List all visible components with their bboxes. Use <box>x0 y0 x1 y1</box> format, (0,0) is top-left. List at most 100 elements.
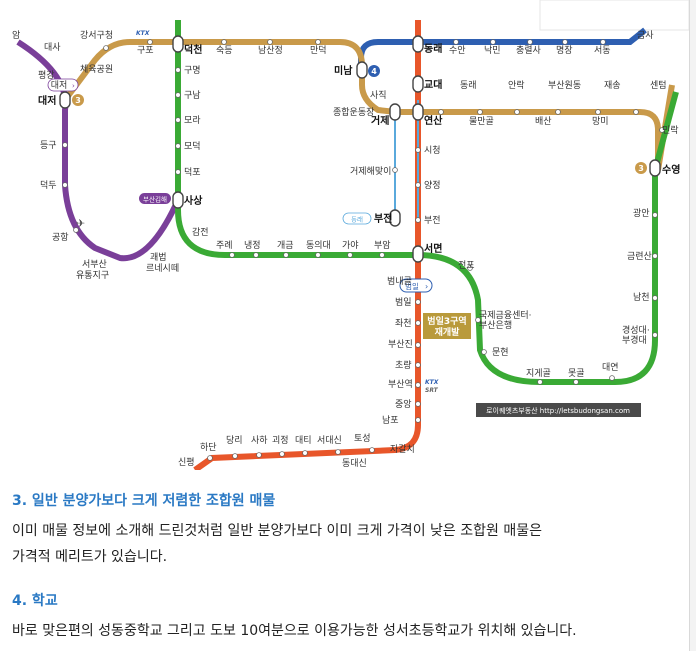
busan-gimhae-pill: 부산김해 <box>143 195 167 204</box>
station-label: 미남 <box>334 64 353 77</box>
station-label: 범내골 <box>387 276 412 287</box>
station-label: 서동 <box>594 45 611 56</box>
station-label: 강서구청 <box>80 30 113 41</box>
station-label: 좌천 <box>395 318 412 329</box>
station-label: 감전 <box>192 226 209 238</box>
line2-path <box>175 20 679 385</box>
station-label: 낙민 <box>484 45 501 56</box>
line3-badge-right: 3 <box>638 164 644 173</box>
station-label: 숙등 <box>216 45 233 56</box>
station-label: 남산정 <box>258 45 283 56</box>
station-label: 덕두 <box>40 180 57 191</box>
station-label: 지게골 <box>526 368 551 379</box>
station-label: 대사 <box>44 42 61 53</box>
line4-badge: 4 <box>371 67 377 76</box>
station-label: 남포 <box>382 415 399 426</box>
station-label: 공항 <box>52 232 69 243</box>
station-label: 평강 <box>38 70 55 81</box>
station-label: 동래 <box>424 42 442 55</box>
station-label: 교대 <box>424 78 442 91</box>
section-4-body-line1: 바로 맞은편의 성동중학교 그리고 도보 10여분으로 이용가능한 성서초등학교… <box>12 623 577 639</box>
station-label: 냉정 <box>244 240 261 251</box>
station-label: 대연 <box>602 362 619 373</box>
station-label: 거제해맞이 <box>350 165 391 177</box>
station-label: 동의대 <box>306 240 331 251</box>
station-label: 부암 <box>374 239 391 251</box>
station-label: 동래 <box>460 80 477 91</box>
station-label: 명장 <box>556 45 573 56</box>
station-label: 주례 <box>216 240 233 251</box>
station-label: 서부산 <box>82 259 107 270</box>
station-label: 덕천 <box>184 43 202 56</box>
ktx-badge-busan: KTX <box>425 379 439 386</box>
airport-plane-icon: ✈ <box>76 217 85 230</box>
station-label: 부산원동 <box>548 80 581 91</box>
station-label: 괴정 <box>272 435 289 446</box>
station-label: 센텀 <box>650 79 667 91</box>
station-label: 부산은행 <box>479 319 512 331</box>
station-label: 하단 <box>200 442 217 453</box>
station-label: 르네시떼 <box>146 263 179 274</box>
line3-path <box>62 39 675 171</box>
station-label: 광안 <box>633 207 650 219</box>
station-label: 수안 <box>449 45 466 56</box>
station-label: 개금 <box>277 240 294 251</box>
station-label: 배산 <box>535 116 552 127</box>
station-label: 물만골 <box>469 116 494 127</box>
station-label: 재송 <box>604 80 621 91</box>
station-label: 연산 <box>424 114 443 127</box>
station-label: 사하 <box>251 435 268 446</box>
station-label: 자갈치 <box>390 443 415 455</box>
station-label: 남천 <box>633 292 650 303</box>
station-label: 모덕 <box>184 141 201 152</box>
station-label: 가야 <box>342 240 359 251</box>
station-label: 구포 <box>137 45 154 56</box>
line3-badge-left: 3 <box>75 96 81 105</box>
station-label: 모라 <box>184 115 201 126</box>
station-label: 금사 <box>637 30 654 41</box>
ktx-badge-top: KTX <box>136 30 150 37</box>
callout-line1: 범일3구역 <box>427 315 466 327</box>
donghae-pill: 동래 <box>351 215 363 224</box>
callout-line2: 재개발 <box>435 326 461 338</box>
station-label: 사직 <box>370 90 387 101</box>
station-label: 충렬사 <box>516 45 542 56</box>
station-label: 괘법 <box>150 252 167 263</box>
station-label: 부산진 <box>388 339 413 350</box>
station-label: 종합운동장 <box>333 107 374 118</box>
station-label: 안락 <box>508 79 525 91</box>
subway-map: 4 3 3 KTX KTX SRT ✈ 대저 › 부산김해 동래 범일 › 범일… <box>12 0 689 470</box>
station-label: 못골 <box>568 368 585 379</box>
station-label: 등구 <box>40 140 57 151</box>
station-label: 대저 <box>38 94 56 107</box>
scrollbar-track[interactable] <box>689 0 696 651</box>
station-label: 전포 <box>458 260 475 271</box>
station-label: 범일 <box>395 297 412 308</box>
station-label: 민락 <box>662 124 679 136</box>
map-attribution: 로이퀘엣츠부동산 http://letsbudongsan.com <box>486 406 630 415</box>
station-label: 암 <box>12 29 20 41</box>
station-label: 동대신 <box>342 458 367 469</box>
bgl-path <box>16 39 181 262</box>
beomil-pill: 범일 <box>405 281 419 291</box>
station-label: 초량 <box>395 359 412 371</box>
station-label: 금련산 <box>627 251 652 262</box>
daejeo-pill-label: 대저 <box>51 80 68 91</box>
station-label: 덕포 <box>184 167 201 178</box>
station-label: 국제금융센터· <box>479 310 532 321</box>
station-label: 유통지구 <box>76 270 109 281</box>
station-label: 체육공원 <box>80 64 113 75</box>
station-label: 만덕 <box>310 45 327 56</box>
station-label: 시청 <box>424 145 441 156</box>
station-label: 경성대· <box>622 324 650 336</box>
svg-text:›: › <box>425 282 428 291</box>
station-label: 부전 <box>374 212 392 225</box>
station-label: 수영 <box>662 163 680 176</box>
station-label: 양정 <box>424 180 441 191</box>
station-label: 서면 <box>424 242 442 255</box>
station-label: 토성 <box>354 433 371 444</box>
station-label: 중앙 <box>395 398 412 410</box>
srt-badge: SRT <box>425 387 439 394</box>
station-label: 구명 <box>184 65 201 76</box>
station-label: 서대신 <box>317 435 342 446</box>
